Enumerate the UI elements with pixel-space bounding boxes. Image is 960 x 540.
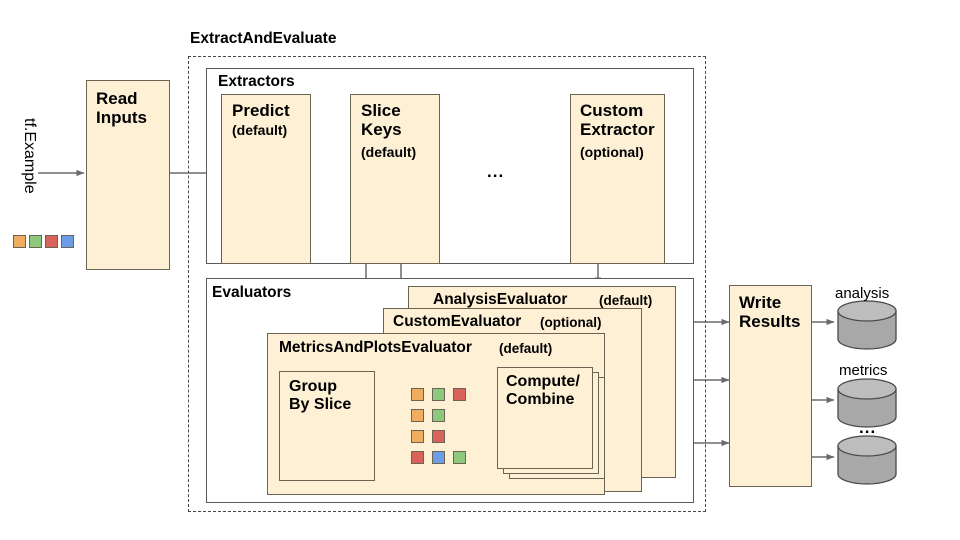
custom-evaluator-title: CustomEvaluator — [393, 313, 522, 330]
evaluators-label: Evaluators — [212, 284, 292, 301]
slice-grid — [411, 388, 467, 464]
chip — [411, 388, 424, 401]
other-store-label: ... — [859, 418, 877, 437]
predict-node[interactable]: Predict (default) — [221, 94, 311, 264]
custom-evaluator-subtitle: (optional) — [540, 315, 602, 330]
slice-keys-subtitle: (default) — [361, 144, 417, 160]
slice-keys-node[interactable]: Slice Keys (default) — [350, 94, 440, 264]
chip — [61, 235, 74, 248]
analysis-evaluator-subtitle: (default) — [599, 293, 653, 308]
analysis-store-label: analysis — [835, 285, 890, 302]
chip — [432, 451, 445, 464]
chip — [432, 409, 445, 422]
write-results-node[interactable]: Write Results — [729, 285, 812, 487]
custom-extractor-subtitle: (optional) — [580, 144, 644, 160]
extractors-ellipsis: ... — [487, 162, 505, 181]
compute-combine-node[interactable]: Compute/ Combine — [497, 367, 593, 469]
chip — [432, 430, 445, 443]
chip — [411, 451, 424, 464]
custom-extractor-title: Custom Extractor — [580, 101, 655, 140]
extractors-label: Extractors — [218, 73, 295, 90]
database-cylinder-icon — [837, 378, 897, 428]
input-label: tf.Example — [21, 118, 38, 194]
read-inputs-title: Read Inputs — [96, 89, 147, 128]
custom-extractor-node[interactable]: Custom Extractor (optional) — [570, 94, 665, 264]
metrics-store-label: metrics — [839, 362, 888, 379]
write-results-title: Write Results — [739, 293, 801, 332]
chip — [45, 235, 58, 248]
extract-and-evaluate-region — [188, 56, 706, 512]
metrics-evaluator-title: MetricsAndPlotsEvaluator — [279, 339, 472, 356]
analysis-evaluator-title: AnalysisEvaluator — [433, 291, 568, 308]
chip — [29, 235, 42, 248]
chip — [13, 235, 26, 248]
extract-and-evaluate-label: ExtractAndEvaluate — [190, 30, 337, 47]
database-cylinder-icon — [837, 300, 897, 350]
chip — [411, 430, 424, 443]
group-by-slice-title: Group By Slice — [289, 378, 352, 414]
compute-combine-title: Compute/ Combine — [506, 373, 580, 409]
input-chips — [13, 235, 74, 249]
read-inputs-node[interactable]: Read Inputs — [86, 80, 170, 270]
datastore-cylinders — [837, 300, 897, 485]
database-cylinder-icon — [837, 435, 897, 485]
chip — [411, 409, 424, 422]
chip — [453, 388, 466, 401]
chip — [432, 388, 445, 401]
predict-subtitle: (default) — [232, 122, 288, 138]
metrics-evaluator-subtitle: (default) — [499, 341, 553, 356]
chip — [453, 451, 466, 464]
group-by-slice-node[interactable]: Group By Slice — [279, 371, 375, 481]
predict-title: Predict — [232, 101, 290, 120]
slice-keys-title: Slice Keys — [361, 101, 402, 140]
